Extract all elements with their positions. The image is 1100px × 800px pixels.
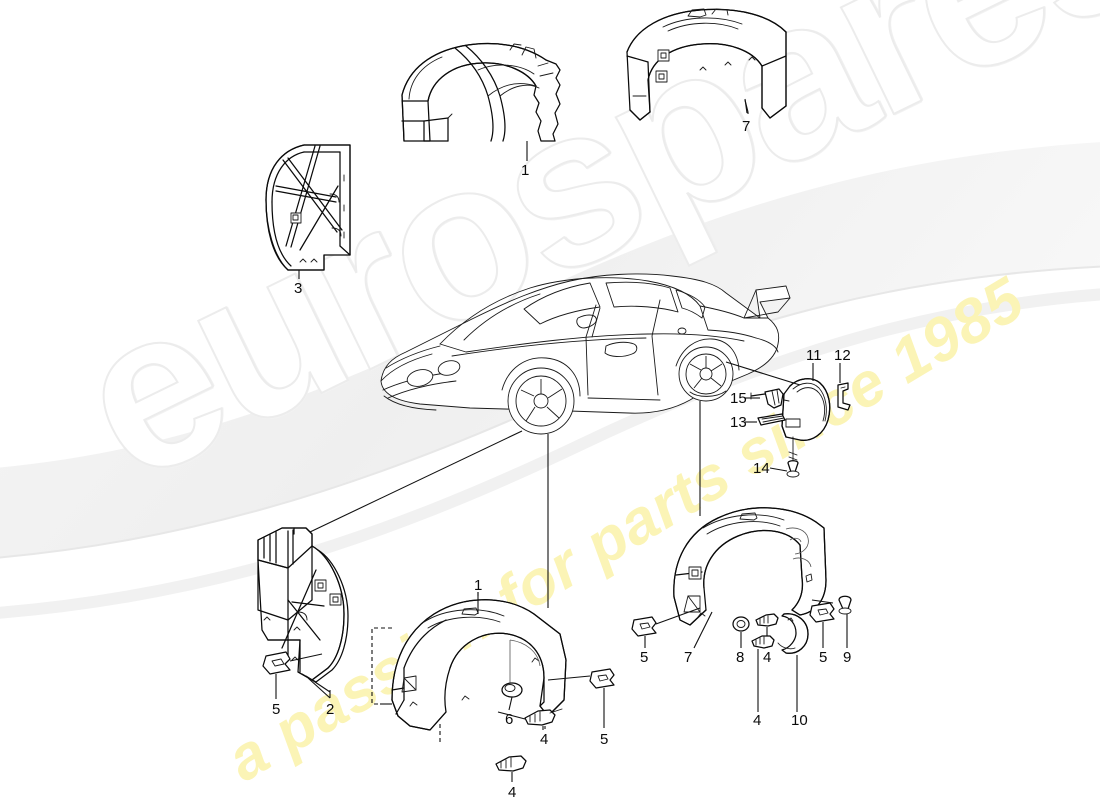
- callout-5-a: 5: [600, 731, 609, 748]
- callout-15: 15: [730, 390, 747, 407]
- callout-5-c: 5: [819, 649, 828, 666]
- callout-4-a: 4: [540, 731, 549, 748]
- callout-9: 9: [843, 649, 852, 666]
- fasteners-front-group: [495, 668, 615, 782]
- part-2-cover-plate-left: [257, 430, 523, 699]
- callout-5-left: 5: [272, 701, 281, 718]
- callout-5-b: 5: [640, 649, 649, 666]
- part-1-front-liner-bottom: [371, 434, 567, 742]
- part-1-front-liner-top: [401, 42, 561, 161]
- part-7-rear-liner-bottom: [673, 401, 827, 649]
- part-5-clip-left: [262, 651, 323, 699]
- callout-2: 2: [326, 701, 335, 718]
- callout-1-mid: 1: [474, 577, 483, 594]
- callout-4-d: 4: [753, 712, 762, 729]
- callout-3: 3: [294, 280, 303, 297]
- callout-10: 10: [791, 712, 808, 729]
- part-3-cover-plate-bracing: [265, 144, 351, 279]
- callout-13: 13: [730, 414, 747, 431]
- callout-11: 11: [806, 347, 822, 364]
- part-7-rear-liner-top: [626, 8, 787, 121]
- callout-6: 6: [505, 711, 514, 728]
- callout-14: 14: [753, 460, 770, 477]
- callout-7-top: 7: [742, 118, 751, 135]
- callout-4-c: 4: [763, 649, 772, 666]
- callout-4-b: 4: [508, 784, 517, 800]
- vehicle-illustration: [380, 273, 791, 435]
- callout-12: 12: [834, 347, 851, 364]
- callout-7-bot: 7: [684, 649, 693, 666]
- fasteners-rear-group: [631, 595, 852, 712]
- callout-8: 8: [736, 649, 745, 666]
- callout-1-top: 1: [521, 162, 530, 179]
- part-11-rear-arch-trim-group: [725, 361, 851, 478]
